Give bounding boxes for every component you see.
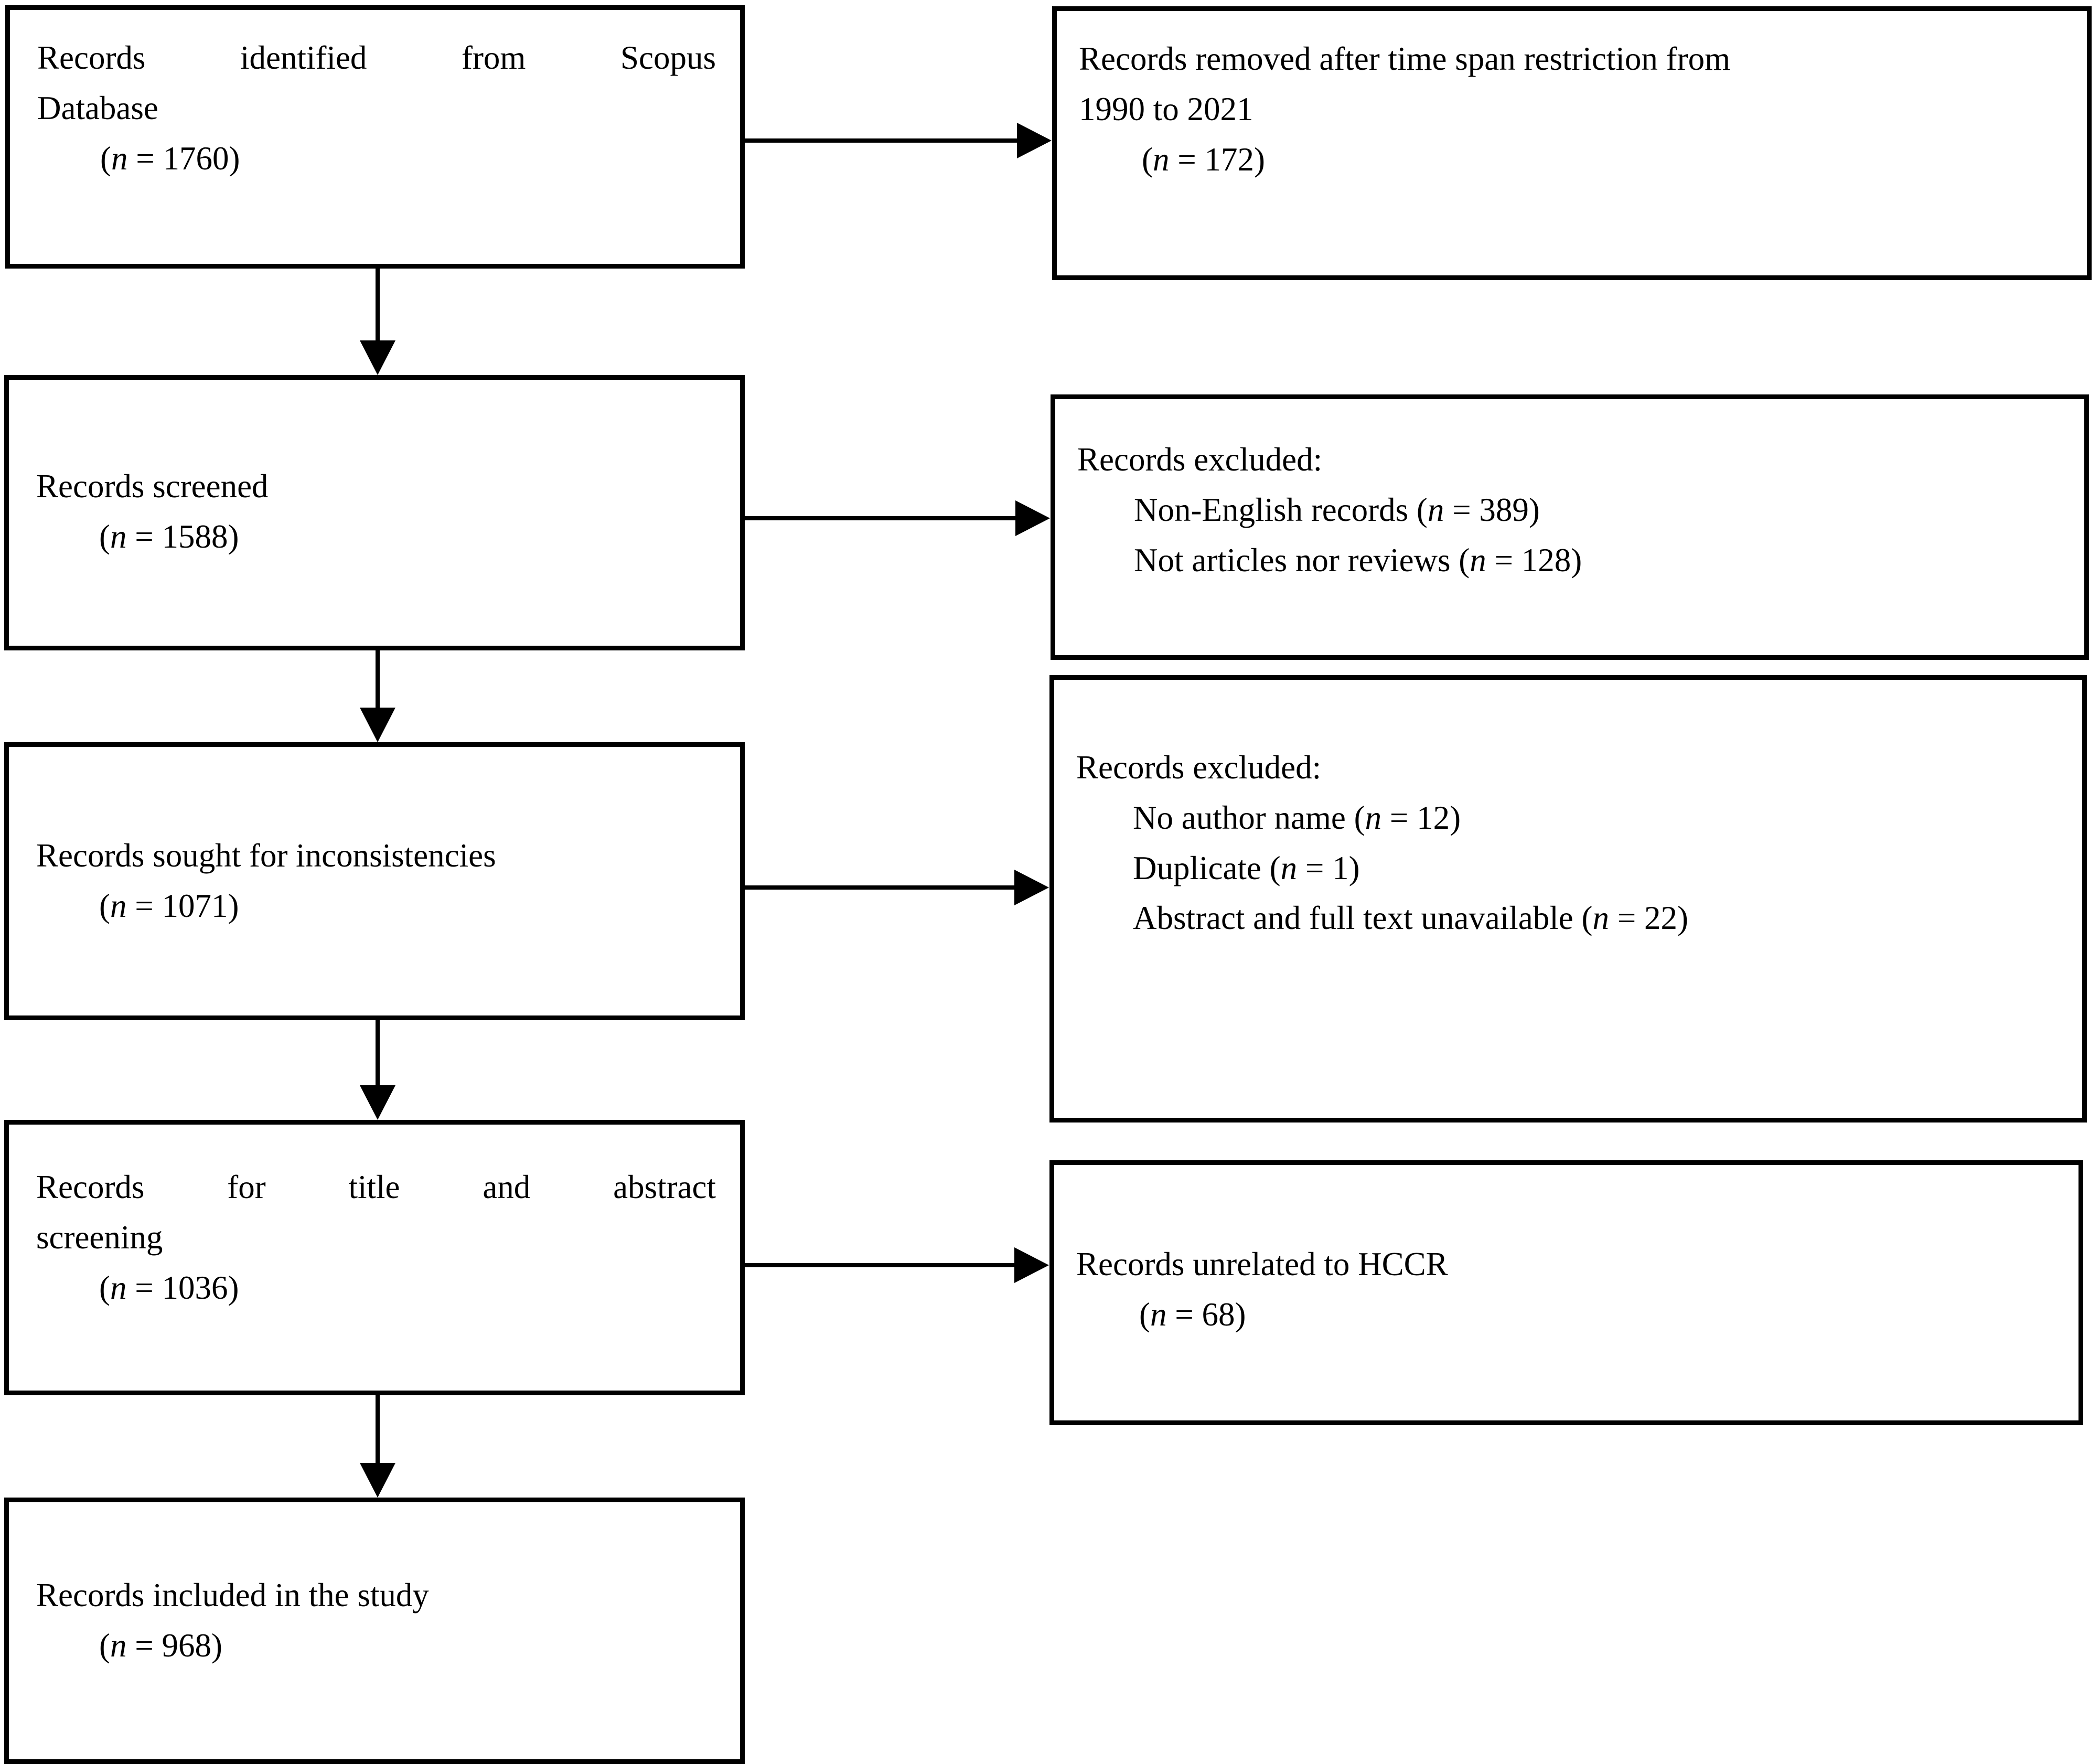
box-screened-line-1: Records screened — [36, 468, 269, 505]
box-timespan-count: (n = 172) — [1142, 141, 1265, 178]
box-excluded2-item-1: Duplicate (n = 1) — [1076, 843, 2061, 894]
box-excluded-language-type: Records excluded: Non-English records (n… — [1051, 394, 2089, 660]
box-excluded2-heading: Records excluded: — [1076, 749, 1322, 786]
box-included-line-1: Records included in the study — [36, 1577, 429, 1613]
box-excluded1-item-0: Non-English records (n = 389) — [1077, 485, 2063, 536]
box-excluded2-item-1-count: (n = 1) — [1269, 849, 1360, 886]
connector-sought-to-titleabstract — [360, 1020, 395, 1120]
box-records-included: Records included in the study (n = 968) — [4, 1498, 745, 1764]
box-records-identified: Records identified from Scopus Database … — [5, 5, 745, 269]
box-titleabstract-line-2: screening — [36, 1218, 163, 1256]
box-excluded-metadata: Records excluded: No author name (n = 12… — [1049, 675, 2087, 1122]
box-excluded1-item-1-count: (n = 128) — [1459, 541, 1582, 579]
box-included-count: (n = 968) — [99, 1627, 222, 1664]
box-screened-count: (n = 1588) — [99, 518, 239, 555]
box-identified-count: (n = 1760) — [100, 140, 240, 177]
connector-sought-to-excluded2 — [745, 870, 1049, 905]
box-timespan-line-1: Records removed after time span restrict… — [1079, 40, 1731, 77]
connector-titleabstract-to-hccr — [745, 1247, 1049, 1283]
box-excluded2-item-0-text: No author name — [1133, 799, 1346, 836]
box-hccr-count: (n = 68) — [1139, 1296, 1246, 1333]
connector-screened-to-sought — [360, 650, 395, 742]
box-hccr-line-1: Records unrelated to HCCR — [1076, 1246, 1448, 1282]
box-unrelated-hccr: Records unrelated to HCCR (n = 68) — [1049, 1160, 2083, 1425]
box-records-sought-inconsistencies: Records sought for inconsistencies (n = … — [4, 742, 745, 1020]
box-excluded2-item-2: Abstract and full text unavailable (n = … — [1076, 893, 2061, 944]
box-removed-time-span: Records removed after time span restrict… — [1052, 6, 2092, 280]
box-excluded1-heading: Records excluded: — [1077, 441, 1323, 478]
connector-identified-to-screened — [360, 269, 395, 375]
box-excluded2-item-0: No author name (n = 12) — [1076, 793, 2061, 843]
box-excluded2-item-2-text: Abstract and full text unavailable — [1133, 900, 1573, 937]
box-identified-line-1: Records identified from Scopus — [37, 39, 716, 76]
connector-screened-to-excluded1 — [745, 500, 1051, 536]
box-excluded1-item-0-count: (n = 389) — [1416, 491, 1540, 528]
box-identified-line-2: Database — [37, 89, 158, 126]
connector-titleabstract-to-included — [360, 1395, 395, 1498]
box-excluded1-item-0-text: Non-English records — [1134, 491, 1409, 528]
box-excluded2-item-2-count: (n = 22) — [1581, 900, 1688, 937]
box-excluded2-item-0-count: (n = 12) — [1354, 799, 1461, 836]
box-timespan-line-2: 1990 to 2021 — [1079, 90, 1253, 127]
box-excluded2-item-1-text: Duplicate — [1133, 849, 1261, 886]
box-records-screened: Records screened (n = 1588) — [4, 375, 745, 650]
box-titleabstract-count: (n = 1036) — [99, 1269, 239, 1306]
connector-identified-to-timespan — [745, 123, 1052, 158]
box-title-abstract-screening: Records for title and abstract screening… — [4, 1120, 745, 1395]
box-sought-count: (n = 1071) — [99, 887, 239, 924]
box-sought-line-1: Records sought for inconsistencies — [36, 837, 496, 874]
box-excluded1-item-1: Not articles nor reviews (n = 128) — [1077, 536, 2063, 586]
box-excluded1-item-1-text: Not articles nor reviews — [1134, 541, 1451, 579]
box-titleabstract-line-1: Records for title and abstract — [36, 1169, 716, 1205]
